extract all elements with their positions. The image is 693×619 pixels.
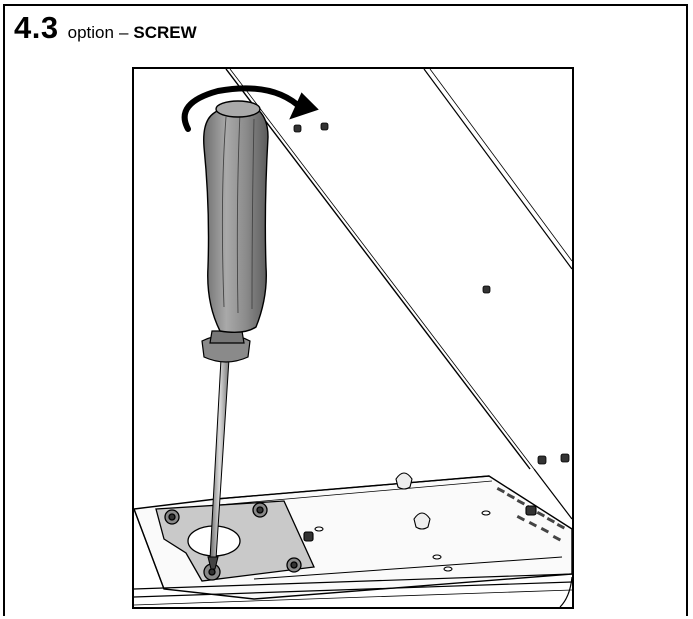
panel-pegs: [293, 122, 570, 465]
corner-edge: [559, 576, 572, 607]
hinge-plate: [155, 500, 315, 582]
screwdriver-tighten-illustration-icon: [134, 69, 572, 607]
section-dash: –: [118, 23, 129, 42]
section-heading: 4.3 option – SCREW: [14, 10, 197, 50]
document-frame: [3, 4, 688, 616]
rail-holes: [496, 487, 566, 542]
screwdriver-handle: [203, 100, 269, 334]
section-number: 4.3: [14, 10, 59, 45]
screwdriver-ferrule: [201, 330, 251, 363]
panel-edges: [225, 69, 572, 520]
plate-bosses: [303, 472, 537, 572]
section-option-label: option: [67, 23, 114, 42]
rotation-arrow-icon: [181, 85, 319, 132]
section-method-label: SCREW: [133, 23, 197, 42]
assembly-illustration: [132, 67, 574, 609]
